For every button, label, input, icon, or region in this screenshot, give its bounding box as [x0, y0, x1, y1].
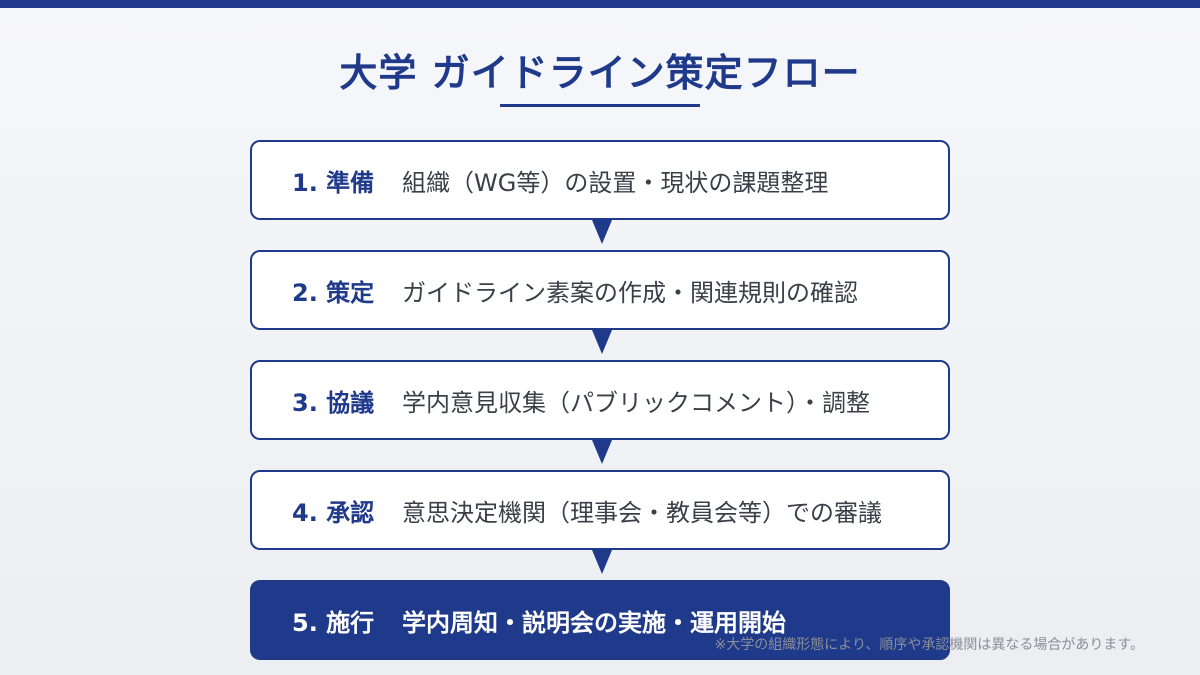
step-5-enforce: 5. 施行 学内周知・説明会の実施・運用開始 — [250, 580, 950, 660]
step-description: 意思決定機関（理事会・教員会等）での審議 — [402, 498, 882, 527]
step-label: 4. 承認 — [292, 498, 375, 527]
step-label: 5. 施行 — [292, 608, 375, 637]
step-4-approve: 4. 承認 意思決定機関（理事会・教員会等）での審議 — [250, 470, 950, 574]
arrow-down-icon — [592, 440, 612, 464]
footnote: ※大学の組織形態により、順序や承認機関は異なる場合があります。 — [714, 637, 1145, 653]
step-description: 学内意見収集（パブリックコメント）・調整 — [402, 388, 870, 417]
step-description: 組織（WG等）の設置・現状の課題整理 — [402, 168, 829, 197]
step-2-draft: 2. 策定 ガイドライン素案の作成・関連規則の確認 — [250, 250, 950, 354]
flow-steps: 1. 準備 組織（WG等）の設置・現状の課題整理 2. 策定 ガイドライン素案の… — [250, 140, 950, 660]
arrow-down-icon — [592, 330, 612, 354]
step-label: 2. 策定 — [292, 278, 375, 307]
step-label: 3. 協議 — [292, 388, 375, 417]
step-description: ガイドライン素案の作成・関連規則の確認 — [402, 278, 858, 307]
top-accent-bar — [0, 0, 1200, 8]
step-3-consult: 3. 協議 学内意見収集（パブリックコメント）・調整 — [250, 360, 950, 464]
step-label: 1. 準備 — [292, 168, 375, 197]
arrow-down-icon — [592, 220, 612, 244]
step-1-prepare: 1. 準備 組織（WG等）の設置・現状の課題整理 — [250, 140, 950, 244]
step-description: 学内周知・説明会の実施・運用開始 — [402, 608, 786, 637]
arrow-down-icon — [592, 550, 612, 574]
page-title: 大学 ガイドライン策定フロー — [339, 51, 861, 95]
title-underline — [500, 104, 700, 107]
